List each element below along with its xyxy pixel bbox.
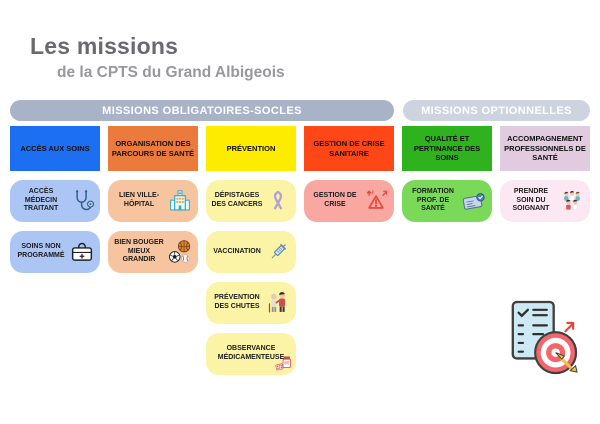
column-header-qualite-pertinance: QUALITÉ ET PERTINANCE DES SOINS [402,126,492,171]
card-label: LIEN VILLE-HÔPITAL [118,192,160,208]
checklist-target-icon [505,298,579,380]
title-block: Les missions de la CPTS du Grand Albigeo… [0,0,600,82]
sports-balls-icon [167,238,193,266]
column-header-organisation-parcours: ORGANISATION DES PARCOURS DE SANTÉ [108,126,198,171]
medication-icon [274,352,294,374]
column-header-label: PRÉVENTION [226,143,276,153]
banner-optionnelles-label: MISSIONS OPTIONNELLES [421,104,572,117]
column-prevention: PRÉVENTION DÉPISTAGES DES CANCERS VACCIN… [206,126,296,375]
column-header-prevention: PRÉVENTION [206,126,296,171]
column-header-gestion-crise: GESTION DE CRISE SANITAIRE [304,126,394,171]
card-label: PRENDRE SOIN DU SOIGNANT [512,187,550,213]
column-header-label: ACCÈS AUX SOINS [20,143,90,153]
card-label: BIEN BOUGER MIEUX GRANDIR [114,238,164,264]
column-header-label: ACCOMPAGNEMENT PROFESSIONNELS DE SANTÉ [504,134,586,163]
column-organisation-parcours: ORGANISATION DES PARCOURS DE SANTÉ LIEN … [108,126,198,375]
banner-missions-optionnelles: MISSIONS OPTIONNELLES [403,100,590,121]
card-label: SOINS NON PROGRAMMÉ [17,243,65,259]
card-acces-medecin-traitant: ACCÈS MÉDECIN TRAITANT [10,180,100,222]
column-qualite-pertinance: QUALITÉ ET PERTINANCE DES SOINS FORMATIO… [402,126,492,375]
hospital-icon [167,187,193,215]
card-lien-ville-hopital: LIEN VILLE-HÔPITAL [108,180,198,222]
banner-missions-socles: MISSIONS OBLIGATOIRES-SOCLES [10,100,394,121]
column-header-label: ORGANISATION DES PARCOURS DE SANTÉ [111,139,195,158]
missions-grid: ACCÈS AUX SOINS ACCÈS MÉDECIN TRAITANT [10,126,590,375]
card-label: OBSERVANCE MÉDICAMENTEUSE [217,345,285,361]
page-title: Les missions [30,33,179,59]
card-gestion-de-crise: GESTION DE CRISE [304,180,394,222]
card-depistages-cancers: DÉPISTAGES DES CANCERS [206,180,296,222]
card-bien-bouger-mieux-grandir: BIEN BOUGER MIEUX GRANDIR [108,231,198,273]
column-header-acces-aux-soins: ACCÈS AUX SOINS [10,126,100,171]
page-subtitle: de la CPTS du Grand Albigeois [57,64,285,81]
column-header-label: QUALITÉ ET PERTINANCE DES SOINS [413,134,481,163]
column-accompagnement: ACCOMPAGNEMENT PROFESSIONNELS DE SANTÉ P… [500,126,590,375]
fall-prevention-icon [265,289,291,317]
care-team-icon [559,187,585,215]
syringe-icon [265,238,291,266]
card-label: PRÉVENTION DES CHUTES [214,294,260,310]
column-gestion-crise: GESTION DE CRISE SANITAIRE GESTION DE CR… [304,126,394,375]
card-vaccination: VACCINATION [206,231,296,273]
card-formation-prof-sante: FORMATION PROF. DE SANTÉ [402,180,492,222]
card-label: FORMATION PROF. DE SANTÉ [412,187,454,213]
stethoscope-icon [69,187,95,215]
certificate-icon [461,187,487,215]
crisis-triangle-icon [363,187,389,215]
awareness-ribbon-icon [265,187,291,215]
column-header-label: GESTION DE CRISE SANITAIRE [313,139,385,158]
card-observance-medicamenteuse: OBSERVANCE MÉDICAMENTEUSE [206,333,296,375]
column-header-accompagnement: ACCOMPAGNEMENT PROFESSIONNELS DE SANTÉ [500,126,590,171]
column-acces-aux-soins: ACCÈS AUX SOINS ACCÈS MÉDECIN TRAITANT [10,126,100,375]
doctor-bag-icon [69,238,95,266]
banner-row: MISSIONS OBLIGATOIRES-SOCLES MISSIONS OP… [10,100,590,121]
card-label: ACCÈS MÉDECIN TRAITANT [23,187,59,213]
card-label: DÉPISTAGES DES CANCERS [211,192,263,208]
card-soins-non-programme: SOINS NON PROGRAMMÉ [10,231,100,273]
card-prendre-soin-du-soignant: PRENDRE SOIN DU SOIGNANT [500,180,590,222]
banner-socles-label: MISSIONS OBLIGATOIRES-SOCLES [102,104,302,117]
card-label: VACCINATION [213,247,261,255]
card-label: GESTION DE CRISE [313,192,357,208]
card-prevention-des-chutes: PRÉVENTION DES CHUTES [206,282,296,324]
